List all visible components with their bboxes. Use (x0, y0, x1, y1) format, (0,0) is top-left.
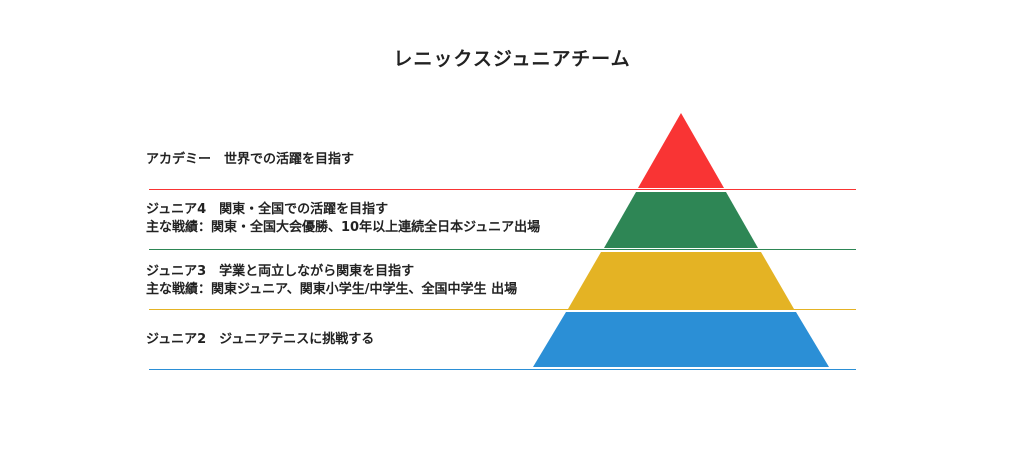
tier-label-academy: アカデミー 世界での活躍を目指す (146, 151, 354, 169)
tier-junior2-line-1: ジュニア2 ジュニアテニスに挑戦する (146, 332, 375, 347)
tier-divider-junior3 (149, 309, 856, 310)
pyramid-tier-academy (638, 113, 724, 188)
tier-junior3-line-1: ジュニア3 学業と両立しながら関東を目指す (146, 264, 415, 279)
tier-label-junior2: ジュニア2 ジュニアテニスに挑戦する (146, 331, 374, 349)
tier-label-junior4: ジュニア4 関東・全国での活躍を目指す 主な戦績：関東・全国大会優勝、10年以上… (146, 201, 540, 237)
tier-junior4-line-1: ジュニア4 関東・全国での活躍を目指す (146, 202, 389, 217)
tier-divider-junior4 (149, 249, 856, 250)
tier-divider-academy (149, 189, 856, 190)
tier-junior3-line-2: 主な戦績：関東ジュニア、関東小学生/中学生、全国中学生 出場 (146, 282, 518, 297)
pyramid-tier-junior4 (604, 192, 758, 248)
tier-label-junior3: ジュニア3 学業と両立しながら関東を目指す 主な戦績：関東ジュニア、関東小学生/… (146, 263, 517, 299)
pyramid-tier-junior3 (568, 252, 794, 309)
tier-divider-junior2 (149, 369, 856, 370)
diagram-title: レニックスジュニアチーム (393, 48, 631, 70)
pyramid-tier-junior2 (533, 312, 829, 367)
tier-junior4-line-2: 主な戦績：関東・全国大会優勝、10年以上連続全日本ジュニア出場 (146, 220, 541, 235)
tier-academy-line-1: アカデミー 世界での活躍を目指す (146, 152, 355, 167)
